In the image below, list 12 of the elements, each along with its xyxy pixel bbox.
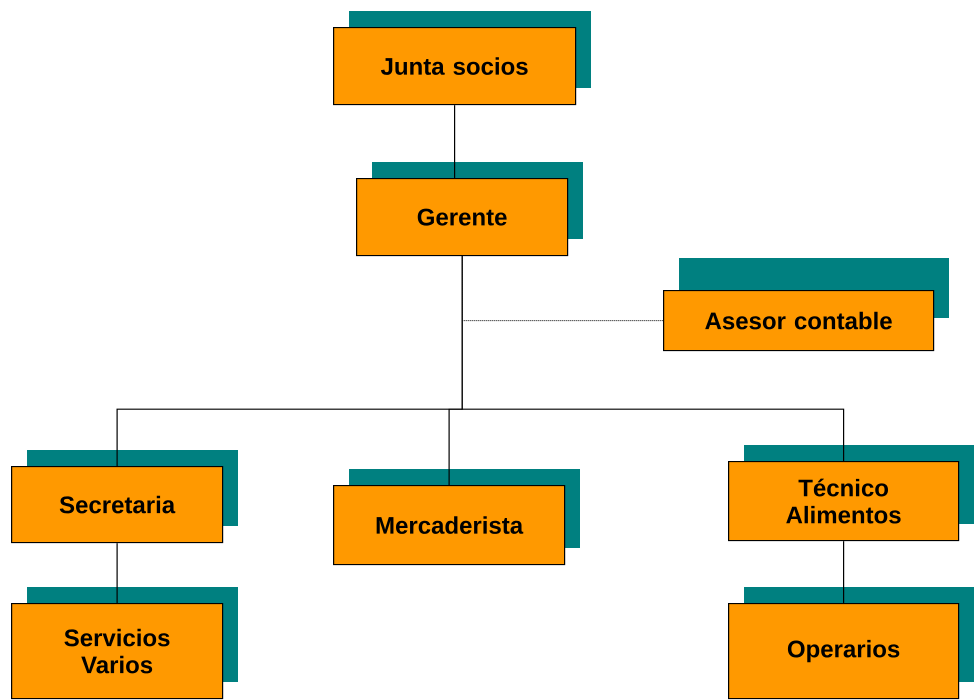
connector-line	[462, 256, 844, 461]
org-box: Asesor contable	[663, 290, 934, 352]
connector-line	[843, 541, 844, 603]
org-box: Mercaderista	[333, 484, 566, 566]
connector-line	[116, 543, 118, 603]
org-box: Gerente	[356, 178, 568, 256]
org-box: Junta socios	[333, 26, 576, 106]
connector-line	[454, 105, 456, 178]
org-box: Secretaria	[11, 466, 224, 544]
org-box: Operarios	[728, 602, 960, 700]
org-box: Servicios Varios	[11, 602, 224, 700]
org-box: Técnico Alimentos	[728, 460, 960, 542]
